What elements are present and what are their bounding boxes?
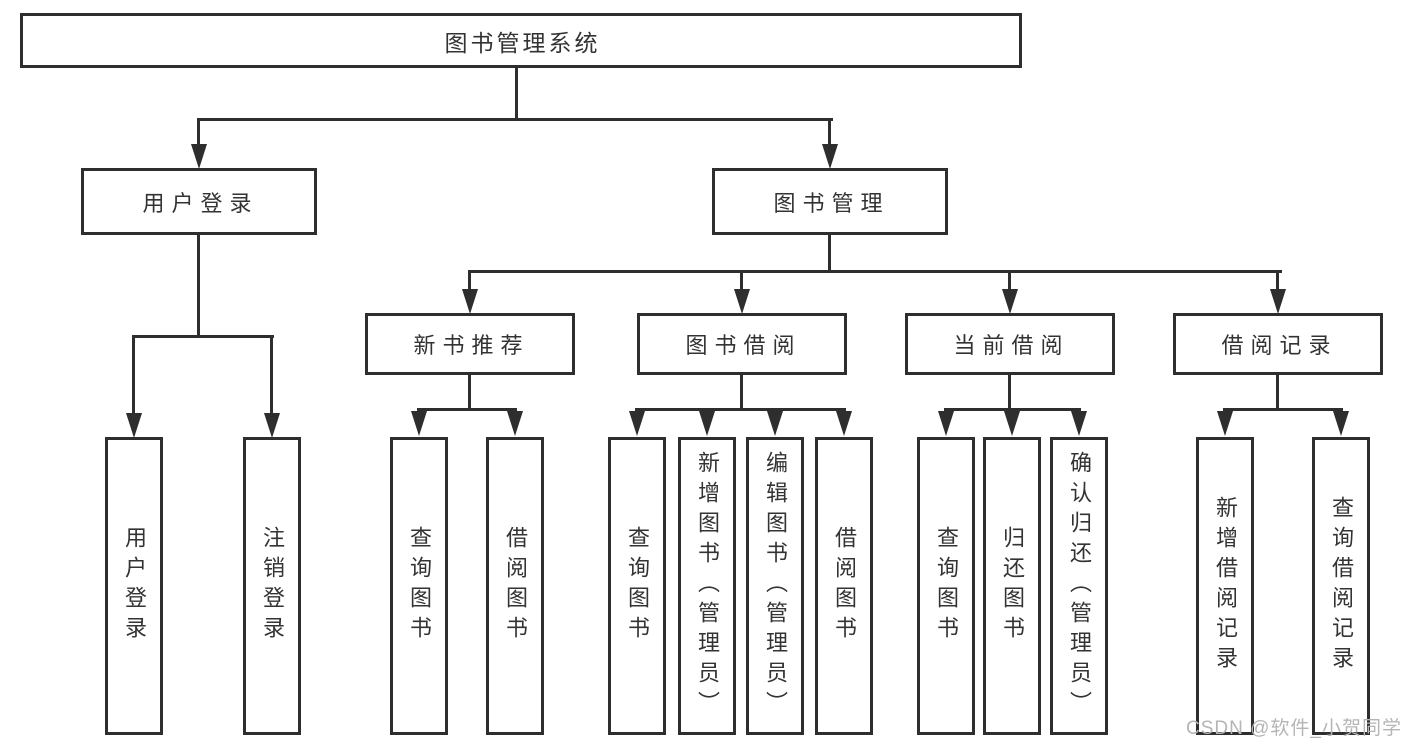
node-borrow-record-label: 借阅记录: [1221, 333, 1338, 358]
arrow-down-icon: [462, 289, 478, 314]
node-root-label: 图书管理系统: [444, 29, 601, 56]
connector-bookmgmt-drop: [740, 270, 743, 290]
leaf-cb-query-book: 查询图书: [917, 437, 975, 735]
leaf-br-add-record-label: 新增借阅记录: [1213, 496, 1238, 676]
leaf-br-query-record-label: 查询借阅记录: [1329, 496, 1354, 676]
arrow-down-icon: [507, 411, 523, 436]
arrow-down-icon: [836, 411, 852, 436]
connector-root-bar: [197, 118, 833, 121]
arrow-down-icon: [699, 411, 715, 436]
leaf-bb-add-book-admin-label: 新增图书（管理员）: [695, 451, 720, 721]
node-root: 图书管理系统: [20, 13, 1022, 68]
connector-borrowrecord-stem: [1276, 375, 1279, 410]
leaf-cb-confirm-return-admin-label: 确认归还（管理员）: [1067, 451, 1092, 721]
arrow-down-icon: [264, 413, 280, 438]
connector-bookmgmt-stem: [828, 235, 831, 273]
connector-bookborrow-bar: [635, 408, 846, 411]
connector-userlogin-stem: [197, 235, 200, 337]
connector-userlogin-drop-left: [132, 335, 135, 414]
connector-newbookrec-stem: [468, 375, 471, 410]
leaf-logout-label: 注销登录: [260, 526, 285, 646]
arrow-down-icon: [1270, 289, 1286, 314]
arrow-down-icon: [938, 411, 954, 436]
arrow-down-icon: [822, 144, 838, 169]
leaf-bb-add-book-admin: 新增图书（管理员）: [678, 437, 736, 735]
leaf-bb-edit-book-admin: 编辑图书（管理员）: [746, 437, 804, 735]
node-user-login: 用户登录: [81, 168, 317, 235]
arrow-down-icon: [767, 411, 783, 436]
leaf-nr-query-book-label: 查询图书: [407, 526, 432, 646]
leaf-cb-return-book-label: 归还图书: [1000, 526, 1025, 646]
connector-root-drop-right: [828, 118, 831, 146]
arrow-down-icon: [734, 289, 750, 314]
arrow-down-icon: [1004, 411, 1020, 436]
arrow-down-icon: [1333, 411, 1349, 436]
leaf-logout: 注销登录: [243, 437, 301, 735]
node-new-book-recommend-label: 新书推荐: [413, 333, 530, 358]
leaf-cb-return-book: 归还图书: [983, 437, 1041, 735]
arrow-down-icon: [1002, 289, 1018, 314]
arrow-down-icon: [629, 411, 645, 436]
node-book-borrow: 图书借阅: [637, 313, 847, 375]
connector-borrowrecord-bar: [1223, 408, 1343, 411]
leaf-user-login: 用户登录: [105, 437, 163, 735]
connector-userlogin-drop-right: [270, 335, 273, 414]
leaf-bb-borrow-book-label: 借阅图书: [832, 526, 857, 646]
connector-currentborrow-stem: [1008, 375, 1011, 410]
leaf-br-query-record: 查询借阅记录: [1312, 437, 1370, 735]
node-user-login-label: 用户登录: [142, 190, 259, 216]
connector-userlogin-bar: [132, 335, 274, 338]
connector-root-drop-left: [197, 118, 200, 146]
connector-bookmgmt-bar: [468, 270, 1282, 273]
connector-bookmgmt-drop: [1008, 270, 1011, 290]
node-book-management: 图书管理: [712, 168, 948, 235]
node-book-management-label: 图书管理: [773, 190, 890, 216]
node-borrow-record: 借阅记录: [1173, 313, 1383, 375]
arrow-down-icon: [1217, 411, 1233, 436]
leaf-cb-query-book-label: 查询图书: [934, 526, 959, 646]
node-book-borrow-label: 图书借阅: [685, 333, 802, 358]
csdn-watermark: CSDN @软件_小贺同学: [1186, 718, 1402, 739]
connector-newbookrec-bar: [417, 408, 517, 411]
leaf-br-add-record: 新增借阅记录: [1196, 437, 1254, 735]
leaf-cb-confirm-return-admin: 确认归还（管理员）: [1050, 437, 1108, 735]
arrow-down-icon: [1071, 411, 1087, 436]
arrow-down-icon: [126, 413, 142, 438]
leaf-bb-query-book-label: 查询图书: [625, 526, 650, 646]
leaf-bb-query-book: 查询图书: [608, 437, 666, 735]
connector-bookmgmt-drop: [468, 270, 471, 290]
leaf-bb-borrow-book: 借阅图书: [815, 437, 873, 735]
node-new-book-recommend: 新书推荐: [365, 313, 575, 375]
leaf-nr-borrow-book: 借阅图书: [486, 437, 544, 735]
node-current-borrow-label: 当前借阅: [953, 333, 1070, 358]
connector-currentborrow-bar: [944, 408, 1081, 411]
leaf-nr-query-book: 查询图书: [390, 437, 448, 735]
leaf-nr-borrow-book-label: 借阅图书: [503, 526, 528, 646]
leaf-user-login-label: 用户登录: [122, 526, 147, 646]
connector-bookmgmt-drop: [1276, 270, 1279, 290]
connector-root-stem: [515, 68, 518, 120]
arrow-down-icon: [191, 144, 207, 169]
leaf-bb-edit-book-admin-label: 编辑图书（管理员）: [763, 451, 788, 721]
node-current-borrow: 当前借阅: [905, 313, 1115, 375]
arrow-down-icon: [411, 411, 427, 436]
connector-bookborrow-stem: [740, 375, 743, 410]
